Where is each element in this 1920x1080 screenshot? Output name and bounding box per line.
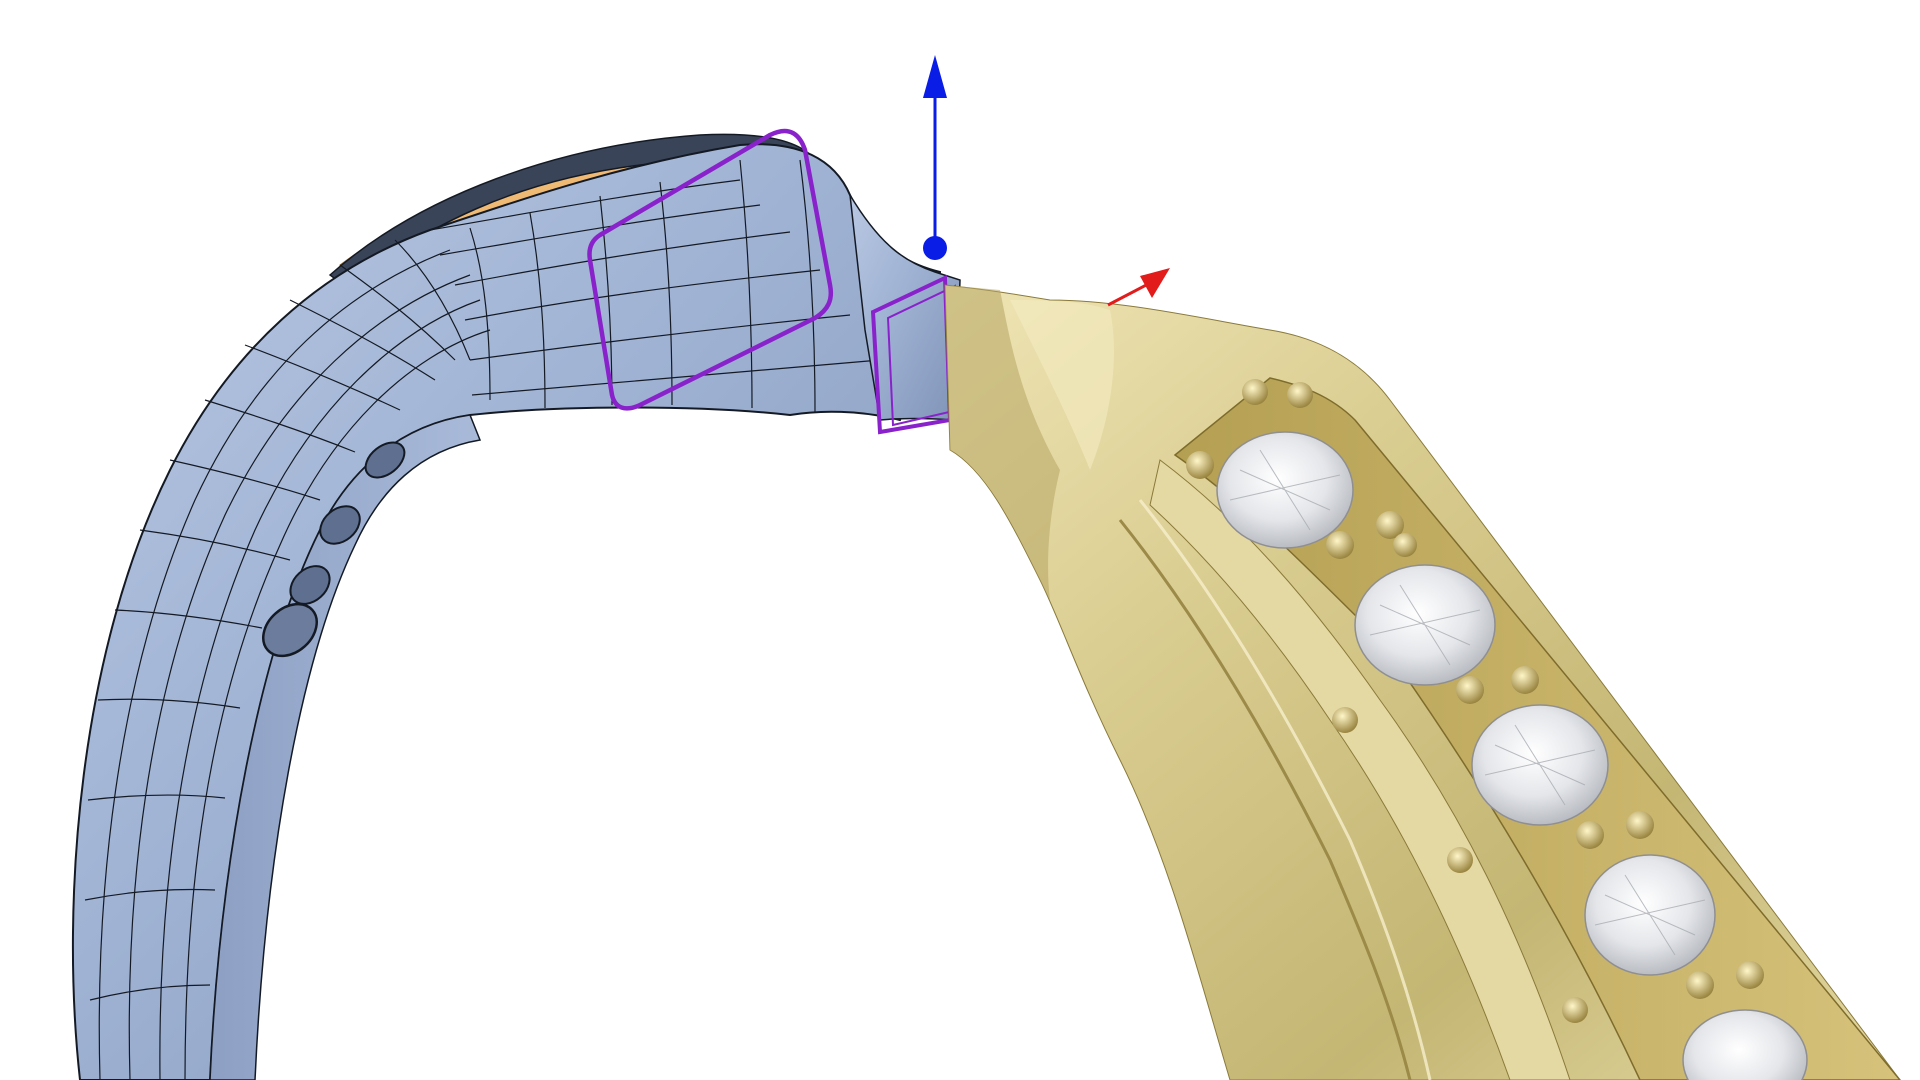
gold-channel-wall <box>1149 459 1571 1080</box>
selection-outline-large[interactable] <box>587 128 833 411</box>
x-axis-arrow-icon[interactable] <box>1140 268 1170 298</box>
wireframe-lines <box>84 159 881 1080</box>
gold-bevel-line <box>1118 519 1412 1080</box>
diamond-facets <box>1229 449 1706 956</box>
z-axis-arrow-icon[interactable] <box>923 55 947 98</box>
band-inner-surface <box>209 414 482 1080</box>
gold-band[interactable] <box>944 284 1901 1080</box>
transform-gizmo[interactable] <box>923 55 1170 307</box>
gizmo-pivot-icon[interactable] <box>923 236 947 260</box>
band-outer-surface <box>71 143 942 1080</box>
x-axis-line[interactable] <box>1107 281 1151 307</box>
gold-neck-shadow <box>945 285 1060 600</box>
diamond-stone[interactable] <box>1682 1009 1808 1080</box>
diamond-stones[interactable] <box>1216 431 1808 1080</box>
band-inner-holes <box>262 441 406 658</box>
gold-bevel-line-2 <box>1138 499 1432 1080</box>
wireframe-band[interactable] <box>71 128 961 1080</box>
gold-neck-highlight <box>1010 300 1114 470</box>
prongs <box>1186 379 1764 1023</box>
